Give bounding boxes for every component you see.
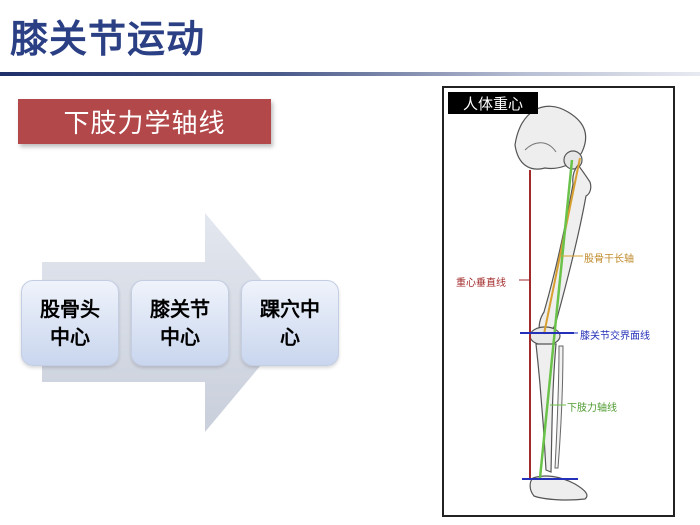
fibula-bone xyxy=(554,345,564,469)
flow-step-line: 踝穴中 xyxy=(260,297,320,321)
flow-step-ankle: 踝穴中 心 xyxy=(241,280,339,366)
section-banner: 下肢力学轴线 xyxy=(18,99,271,144)
femur-bone xyxy=(538,164,592,334)
femoral-head xyxy=(563,150,583,170)
flow-step-line: 心 xyxy=(280,325,300,349)
flow-step-knee: 膝关节 中心 xyxy=(131,280,229,366)
gravity-line-label: 重心垂直线 xyxy=(456,278,506,289)
knee-line-label: 膝关节交界面线 xyxy=(580,331,650,342)
femur-axis-label: 股骨干长轴 xyxy=(584,254,634,265)
page-title: 膝关节运动 xyxy=(10,17,206,61)
limb-axis-label: 下肢力轴线 xyxy=(567,403,617,414)
flow-step-line: 中心 xyxy=(50,325,90,349)
femur-axis-line xyxy=(543,157,581,335)
flow-step-femoral-head: 股骨头 中心 xyxy=(21,280,119,366)
title-divider xyxy=(0,72,700,76)
flow-step-line: 股骨头 xyxy=(40,297,100,321)
limb-axis-line xyxy=(538,159,574,479)
flow-step-line: 膝关节 xyxy=(150,297,210,321)
flow-step-line: 中心 xyxy=(160,325,200,349)
center-of-gravity-label: 人体重心 xyxy=(448,92,538,114)
